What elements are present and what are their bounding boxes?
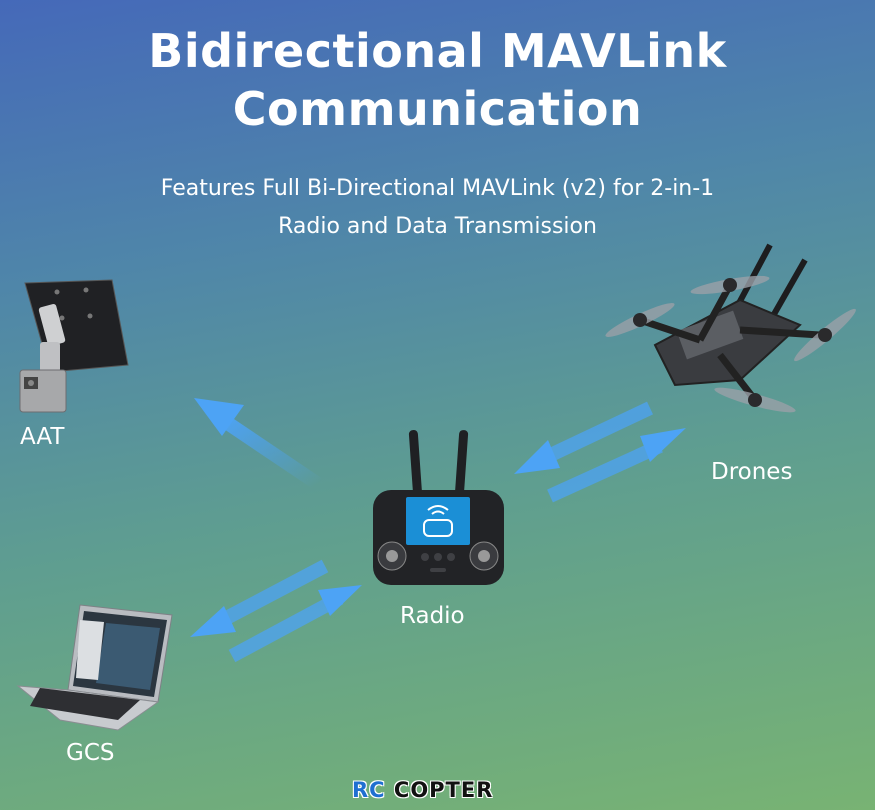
arrow-icon — [547, 428, 686, 503]
arrow-icon — [228, 585, 362, 663]
title-line-2: Communication — [232, 82, 643, 136]
logo-part-copter: COPTER — [393, 778, 494, 802]
logo-part-rc: RC — [352, 778, 386, 802]
radio-controller-icon — [373, 430, 504, 585]
page-title: Bidirectional MAVLink Communication — [0, 22, 875, 138]
subtitle-line-2: Radio and Data Transmission — [278, 214, 597, 239]
brand-logo: RC COPTER — [352, 778, 527, 804]
subtitle-line-1: Features Full Bi-Directional MAVLink (v2… — [160, 176, 715, 201]
title-line-1: Bidirectional MAVLink — [148, 24, 727, 78]
subtitle: Features Full Bi-Directional MAVLink (v2… — [0, 170, 875, 246]
drone-icon — [605, 243, 856, 413]
arrow-icon — [514, 401, 653, 474]
laptop-icon — [16, 604, 173, 731]
aat-label: AAT — [20, 424, 65, 450]
antenna-tracker-icon — [19, 279, 129, 413]
arrow-icon — [194, 398, 322, 490]
radio-label: Radio — [400, 603, 465, 629]
drones-label: Drones — [711, 459, 793, 485]
gcs-label: GCS — [66, 740, 115, 766]
arrow-icon — [190, 559, 329, 637]
